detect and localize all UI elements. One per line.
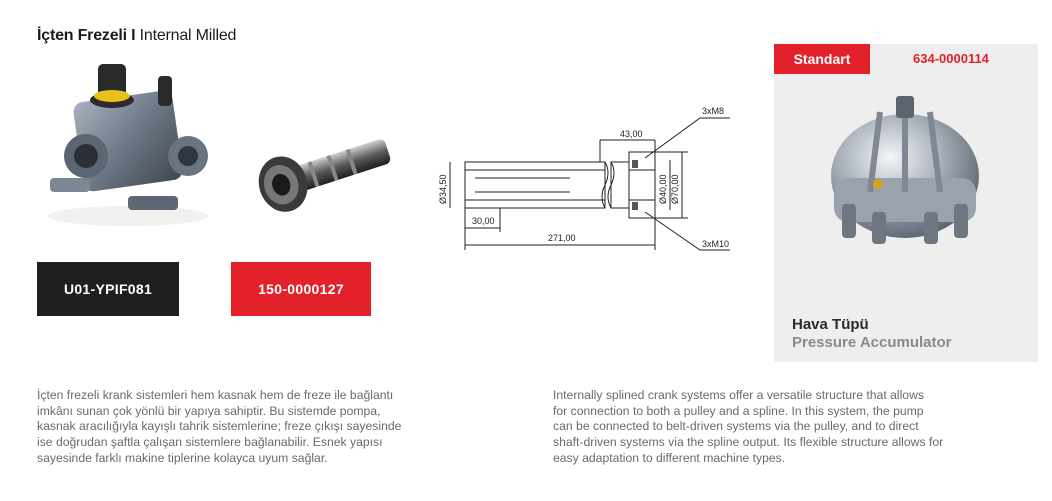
dim-271-label: 271,00	[548, 233, 576, 243]
accumulator-image	[831, 96, 979, 244]
accumulator-name-en: Pressure Accumulator	[792, 334, 952, 351]
product-code-pump-label: U01-YPIF081	[63, 281, 153, 297]
accumulator-code: 634-0000114	[913, 51, 989, 66]
description-en-line: shaft-driven systems via the spline outp…	[553, 435, 944, 450]
product-code-shaft-label: 150-0000127	[258, 281, 344, 297]
dim-70-label: Ø70,00	[670, 174, 680, 204]
splined-shaft-image	[258, 139, 391, 212]
title-bold: İçten Frezeli I	[37, 27, 136, 44]
description-en-line: can be connected to belt-driven systems …	[553, 419, 919, 434]
thread-bottom-label: 3xM10	[702, 239, 729, 249]
dim-40-label: Ø40,00	[658, 174, 668, 204]
product-code-shaft: 150-0000127	[231, 262, 371, 316]
standart-badge: Standart	[774, 44, 870, 74]
description-en-line: for connection to both a pulley and a sp…	[553, 403, 924, 418]
description-tr-line: kasnak aracılığıyla kayışlı tahrik siste…	[37, 419, 402, 434]
description-tr: İçten frezeli krank sistemleri hem kasna…	[37, 388, 401, 467]
description-tr-line: imkânı sunan çok yönlü bir yapıya sahipt…	[37, 403, 381, 418]
product-code-pump: U01-YPIF081	[37, 262, 179, 316]
standart-badge-label: Standart	[793, 51, 851, 67]
section-title: İçten Frezeli I Internal Milled	[37, 27, 236, 45]
description-en-line: Internally splined crank systems offer a…	[553, 388, 924, 402]
pump-image	[48, 64, 208, 226]
description-tr-line: sayesinde farklı makine tiplerine kolayc…	[37, 450, 328, 465]
dim-3450-label: Ø34,50	[438, 174, 448, 204]
title-light: Internal Milled	[139, 27, 237, 44]
technical-drawing: 3xM8 43,00 Ø34,50 Ø40,00 Ø70,00 30,00 27…	[438, 106, 730, 251]
description-en: Internally splined crank systems offer a…	[553, 388, 943, 467]
dim-43-label: 43,00	[620, 129, 643, 139]
description-en-line: easy adaptation to different machine typ…	[553, 450, 786, 465]
description-tr-line: İçten frezeli krank sistemleri hem kasna…	[37, 388, 394, 402]
description-tr-line: ise doğrudan şaftla çalışan sistemlere b…	[37, 435, 383, 450]
thread-top-label: 3xM8	[702, 106, 724, 116]
accumulator-name-tr: Hava Tüpü	[792, 316, 869, 333]
dim-30-label: 30,00	[472, 216, 495, 226]
